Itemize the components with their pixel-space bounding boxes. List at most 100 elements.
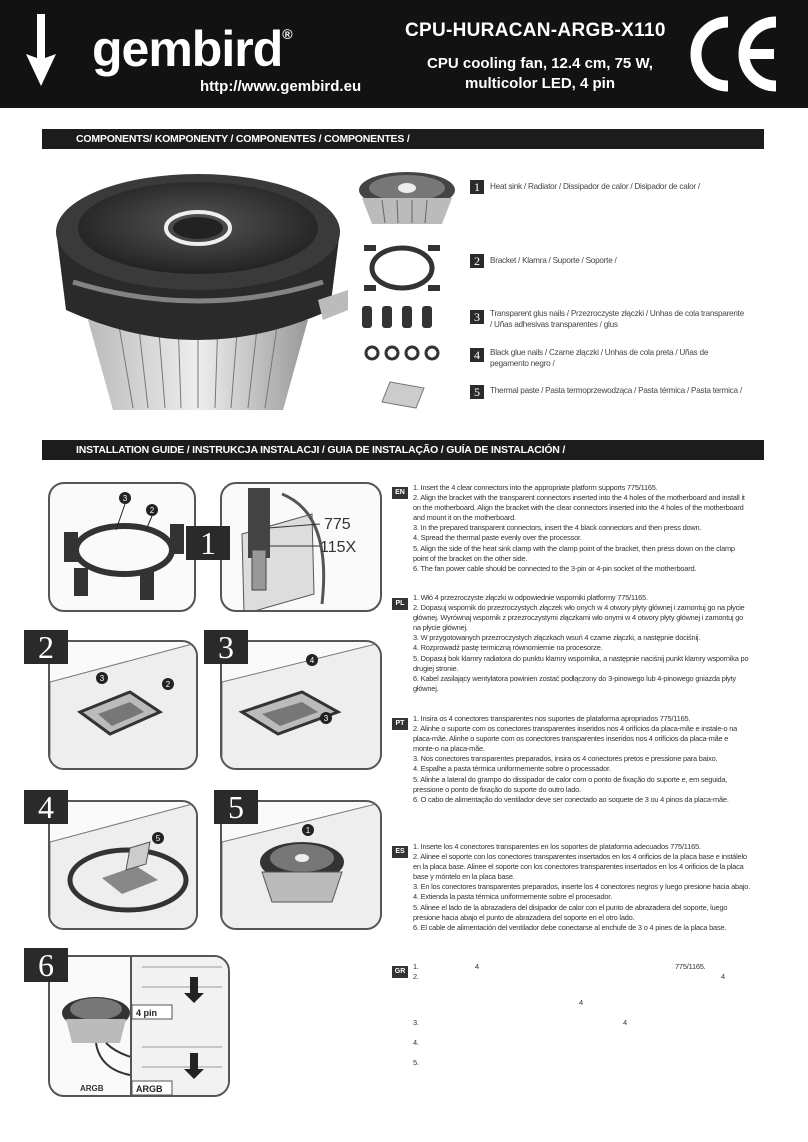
instruction-line: 3. W przygotowanych przezroczystych złąc…: [413, 633, 701, 643]
instruction-line: 1. Inserte los 4 conectores transparente…: [413, 842, 701, 851]
black-nails-icon: [364, 345, 440, 361]
step4-callout-5: 5: [156, 834, 161, 843]
website-link[interactable]: http://www.gembird.eu: [200, 78, 362, 95]
brand-name: gembird: [92, 21, 283, 77]
lang-tag-pl: PL: [392, 598, 408, 610]
instruction-line: 2. Alinhe o suporte com os conectores tr…: [413, 724, 738, 754]
bracket-assembly-icon: 3 2: [64, 492, 184, 600]
four-pin-label: 4 pin: [136, 1008, 157, 1018]
argb-cable-label: ARGB: [80, 1084, 104, 1093]
instruction-line: 5. Align the side of the heat sink clamp…: [413, 543, 735, 563]
gr-fragment: 4: [579, 998, 583, 1007]
cpu-cooler-illustration: [56, 174, 348, 410]
step1-callout-2: 2: [150, 506, 155, 515]
component-text: Thermal paste / Pasta termoprzewodząca /…: [490, 386, 742, 395]
fan-cable-icon: ARGB: [62, 997, 151, 1093]
product-description: CPU cooling fan, 12.4 cm, 75 W, multicol…: [427, 55, 653, 92]
step4-diagram: 5: [48, 800, 198, 930]
component-number: 1: [470, 180, 484, 194]
step6-motherboard-diagram: 4 pin ARGB: [130, 955, 230, 1097]
bracket-icon: [364, 245, 440, 291]
gr-fragment: 5.: [413, 1058, 419, 1067]
motherboard-bracket-icon: 3 2: [50, 642, 196, 768]
model-number: CPU-HURACAN-ARGB-X110: [405, 20, 666, 41]
step3-callout-3: 3: [324, 714, 329, 723]
instruction-line: 6. O cabo de alimentação do ventilador d…: [413, 794, 729, 804]
gr-fragment: 4: [623, 1018, 627, 1027]
instruction-line: 2. Dopasuj wspornik do przezroczystych z…: [413, 603, 745, 633]
gr-fragment: 775/1165.: [675, 962, 706, 971]
step-number: 2: [24, 630, 68, 664]
lang-tag-es: ES: [392, 846, 408, 858]
black-nails-insert-icon: 4 3: [222, 642, 380, 768]
instructions-es: 1. Inserte los 4 conectores transparente…: [413, 842, 751, 933]
registered-mark: ®: [282, 26, 292, 42]
socket-115x-label: 115X: [320, 539, 357, 556]
gembird-arrow-logo-icon: [26, 14, 56, 86]
instruction-line: 2. Align the bracket with the transparen…: [413, 493, 745, 523]
connector-closeup-icon: 775 115X: [241, 488, 357, 610]
step2-callout-3: 3: [100, 674, 105, 683]
instructions-pl: 1. Włó 4 przezroczyste złączki w odpowie…: [413, 593, 751, 694]
instruction-line: 5. Alinee el lado de la abrazadera del d…: [413, 902, 728, 922]
component-number: 3: [470, 310, 484, 324]
instructions-pt: 1. Insira os 4 conectores transparentes …: [413, 714, 751, 805]
gr-fragment: 4.: [413, 1038, 419, 1047]
step-number: 1: [186, 526, 230, 560]
brand-logo[interactable]: gembird®: [92, 20, 293, 78]
step-number: 4: [24, 790, 68, 824]
component-text: Heat sink / Radiator / Dissipador de cal…: [490, 182, 700, 191]
heat-sink-icon: [359, 172, 455, 224]
step3-callout-4: 4: [310, 656, 315, 665]
lang-tag-en: EN: [392, 487, 408, 499]
instruction-line: 3. In the prepared transparent connector…: [413, 523, 702, 533]
components-section-title: COMPONENTS/ KOMPONENTY / COMPONENTES / C…: [42, 129, 764, 149]
instruction-line: 1. Insert the 4 clear connectors into th…: [413, 483, 658, 492]
instruction-line: 6. El cable de alimentación del ventilad…: [413, 922, 727, 932]
instruction-line: 4. Espalhe a pasta térmica uniformemente…: [413, 764, 611, 774]
instruction-line: 4. Extienda la pasta térmica uniformemen…: [413, 892, 612, 902]
component-number: 2: [470, 254, 484, 268]
instruction-line: 6. Kabel zasilający wentylatora powinien…: [413, 673, 736, 693]
component-number: 4: [470, 348, 484, 362]
step2-callout-2: 2: [166, 680, 171, 689]
lang-tag-pt: PT: [392, 718, 408, 730]
instruction-line: 4. Rozprowadź pastę termiczną równomiern…: [413, 643, 603, 653]
instruction-line: 4. Spread the thermal paste evenly over …: [413, 533, 582, 543]
instructions-en: 1. Insert the 4 clear connectors into th…: [413, 483, 751, 574]
step3-diagram: 4 3: [220, 640, 382, 770]
component-text: Transparent glus nails / Przezroczyste z…: [490, 309, 744, 329]
transparent-nails-icon: [362, 306, 432, 328]
step1-callout-3: 3: [123, 494, 128, 503]
installation-section-title: INSTALLATION GUIDE / INSTRUKCJA INSTALAC…: [42, 440, 764, 460]
lang-tag-gr: GR: [392, 966, 408, 978]
component-text: Black glue nails / Czarne złączki / Unha…: [490, 348, 709, 368]
gr-fragment: 1.: [413, 962, 419, 971]
step1-bracket-diagram: 3 2: [48, 482, 196, 612]
step1-connector-diagram: 775 115X: [220, 482, 382, 612]
header-connection-icon: 4 pin ARGB: [132, 957, 228, 1095]
instruction-line: 2. Alinee el soporte con los conectores …: [413, 852, 747, 882]
component-number: 5: [470, 385, 484, 399]
instruction-line: 6. The fan power cable should be connect…: [413, 563, 697, 573]
heatsink-mount-icon: 1: [222, 802, 380, 928]
instruction-line: 3. En los conectores transparentes prepa…: [413, 882, 751, 892]
gr-fragment: 3.: [413, 1018, 419, 1027]
instruction-line: 3. Nos conectores transparentes preparad…: [413, 754, 718, 764]
step-number: 6: [24, 948, 68, 982]
step-number: 3: [204, 630, 248, 664]
instruction-line: 5. Alinhe a lateral do grampo do dissipa…: [413, 774, 728, 794]
gr-fragment: 4: [721, 972, 725, 981]
step-number: 5: [214, 790, 258, 824]
gr-fragment: 2.: [413, 972, 419, 981]
thermal-paste-apply-icon: 5: [50, 802, 196, 928]
header: gembird® http://www.gembird.eu CPU-HURAC…: [0, 0, 808, 108]
instructions-gr: 1. 4 775/1165. 2. 4 4 3. 4 4. 5.: [413, 962, 751, 1082]
instruction-line: 1. Włó 4 przezroczyste złączki w odpowie…: [413, 593, 648, 602]
instruction-line: 1. Insira os 4 conectores transparentes …: [413, 714, 691, 723]
step2-diagram: 3 2: [48, 640, 198, 770]
thermal-paste-icon: [381, 381, 425, 409]
instruction-line: 5. Dopasuj bok klamry radiatora do punkt…: [413, 653, 749, 673]
ce-mark-icon: CE: [690, 16, 777, 92]
gr-fragment: 4: [475, 962, 479, 971]
